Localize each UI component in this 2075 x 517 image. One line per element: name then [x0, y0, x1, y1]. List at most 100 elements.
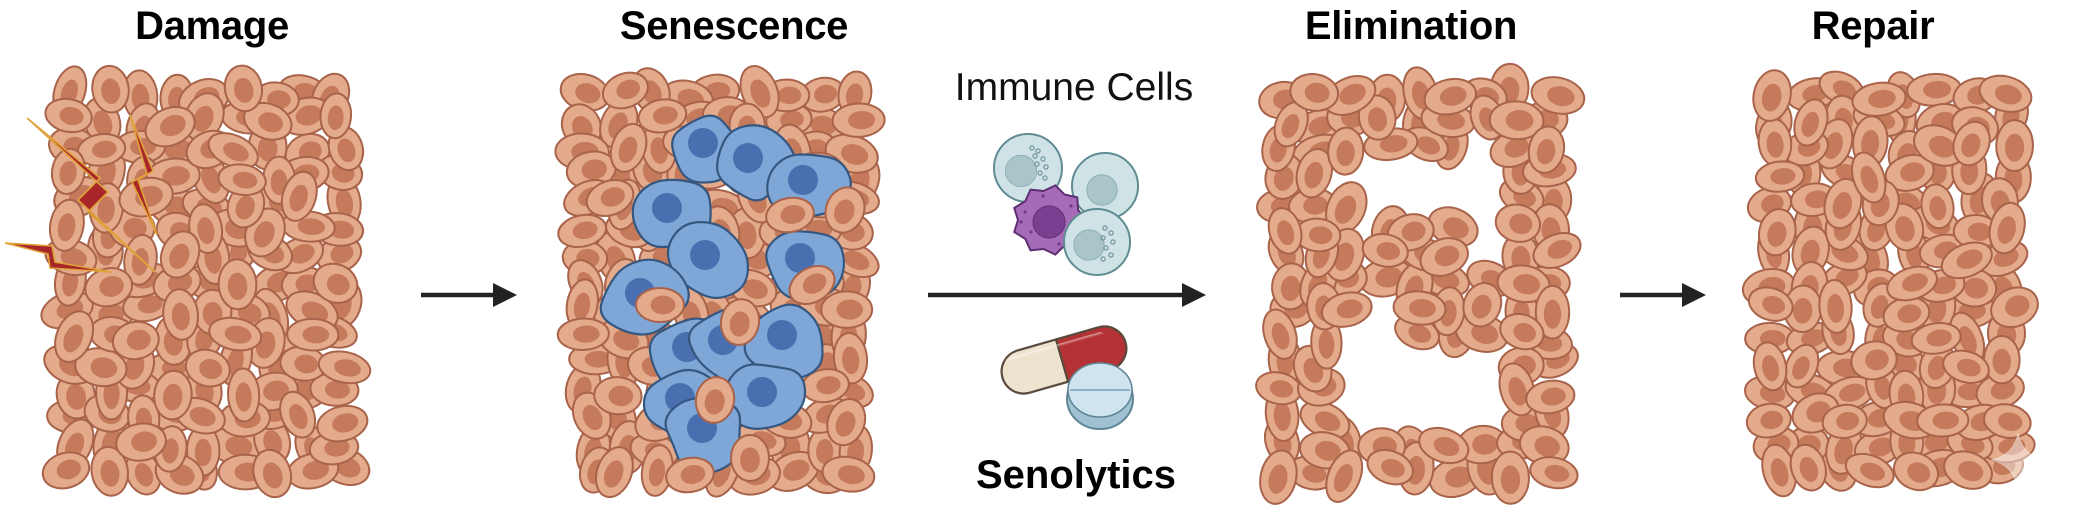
cell-nucleus: [232, 171, 258, 189]
lightning-bolt: [4, 242, 113, 273]
tissue-cell: [1325, 181, 1368, 235]
tissue-cell: [173, 396, 226, 435]
cell-nucleus: [616, 79, 640, 100]
cell-nucleus: [1865, 349, 1889, 371]
arrow-head-icon: [1682, 283, 1706, 307]
granule: [1035, 148, 1041, 154]
cell-nucleus: [1381, 458, 1405, 478]
cell-nucleus: [1897, 304, 1922, 324]
tissue-cell: [640, 444, 674, 497]
cell-nucleus: [257, 136, 278, 162]
granule: [1110, 239, 1116, 245]
tissue-cell: [559, 72, 611, 112]
cell-nucleus: [1304, 82, 1330, 103]
cell-nucleus: [1998, 412, 2023, 431]
tissue-cell: [1892, 451, 1940, 492]
cell-nucleus: [1994, 84, 2022, 105]
cell-nucleus: [600, 187, 625, 207]
granule: [1019, 220, 1023, 224]
tissue-cell: [115, 422, 167, 462]
tissue-cell: [1745, 402, 1792, 439]
lightning-bolt: [26, 117, 156, 273]
tissue-cell: [1532, 231, 1582, 270]
cell-nucleus: [816, 438, 834, 464]
cell-nucleus: [572, 221, 598, 240]
tissue-cell: [637, 98, 688, 134]
tissue-cell: [665, 456, 715, 494]
cell-nucleus: [1961, 133, 1981, 158]
cell-nucleus: [1544, 464, 1570, 482]
tissue-cell: [1861, 179, 1900, 227]
tissue-cell: [208, 316, 263, 352]
cell-nucleus: [1924, 432, 1948, 453]
tissue-cell: [1920, 183, 1955, 230]
cell-nucleus: [1964, 277, 1989, 299]
cell-nucleus: [1437, 111, 1465, 130]
tissue-cell: [144, 106, 196, 148]
tissue-cell: [162, 288, 199, 341]
tissue-cell: [48, 198, 85, 252]
senolytics-label: Senolytics: [975, 453, 1177, 497]
cell-nucleus: [810, 115, 837, 136]
cell-nucleus: [1339, 83, 1366, 105]
tissue-cell: [111, 320, 160, 361]
cell-nucleus: [262, 462, 283, 489]
cell-nucleus: [1314, 411, 1341, 432]
tissue-cell: [1850, 340, 1898, 381]
cell-nucleus: [1868, 89, 1896, 108]
tissue-cell: [635, 287, 685, 323]
tissue-cell: [1423, 77, 1478, 116]
cell-nucleus: [1956, 249, 1983, 269]
lymphocyte-cell: [1071, 152, 1139, 220]
tissue-cell: [767, 450, 820, 492]
cell-nucleus: [1334, 195, 1357, 224]
cell-nucleus: [573, 325, 600, 343]
cell-nucleus: [169, 243, 190, 269]
granule: [1034, 161, 1040, 167]
cell-nucleus: [573, 292, 591, 321]
cell-nucleus: [1318, 330, 1335, 359]
cell-nucleus: [840, 144, 869, 165]
tissue-cell: [1789, 443, 1827, 492]
tissue-cell: [565, 278, 599, 331]
tissue-cell: [217, 258, 258, 311]
tissue-cell: [1366, 449, 1414, 486]
cell-nucleus: [123, 217, 147, 239]
tissue-cell: [557, 213, 608, 249]
arrow-senescence-to-elimination: [928, 283, 1206, 307]
cell-nucleus: [1901, 273, 1928, 292]
tissue-cell: [1490, 450, 1530, 505]
cell-nucleus: [1762, 295, 1786, 315]
cell-nucleus: [1471, 323, 1499, 344]
cell-nucleus: [162, 166, 190, 186]
tissue-cell: [1488, 100, 1545, 141]
tissue-cell: [1942, 349, 1990, 384]
cell-nucleus: [1277, 220, 1295, 246]
tissue-cell: [1295, 148, 1334, 199]
cell-nucleus: [816, 376, 841, 395]
granule: [1103, 245, 1109, 251]
cell-nucleus: [1990, 380, 2016, 400]
tissue-cell: [1952, 213, 2000, 250]
senescent-cell: [743, 303, 824, 380]
tissue-cell: [243, 101, 293, 141]
tissue-cell: [1913, 124, 1966, 167]
tissue-cell: [1910, 322, 1962, 355]
tissue-cell: [1529, 456, 1579, 490]
cell-nucleus: [301, 301, 329, 323]
cell-nucleus: [652, 106, 678, 125]
cell-nucleus: [62, 269, 79, 297]
tissue-cell: [826, 398, 867, 447]
tissue-cell: [1527, 125, 1566, 174]
cell-nucleus: [737, 221, 757, 249]
tissue-cell: [1752, 341, 1788, 392]
tissue-cell: [1978, 74, 2033, 113]
cell-nucleus: [160, 114, 186, 137]
tissue-cell: [1988, 201, 2026, 255]
cell-nucleus: [1417, 136, 1441, 155]
cell-nucleus: [90, 357, 118, 379]
cell-nucleus: [1793, 298, 1813, 324]
cell-nucleus: [1303, 195, 1328, 215]
cell-nucleus: [194, 438, 212, 467]
cell-nucleus: [1827, 293, 1845, 323]
